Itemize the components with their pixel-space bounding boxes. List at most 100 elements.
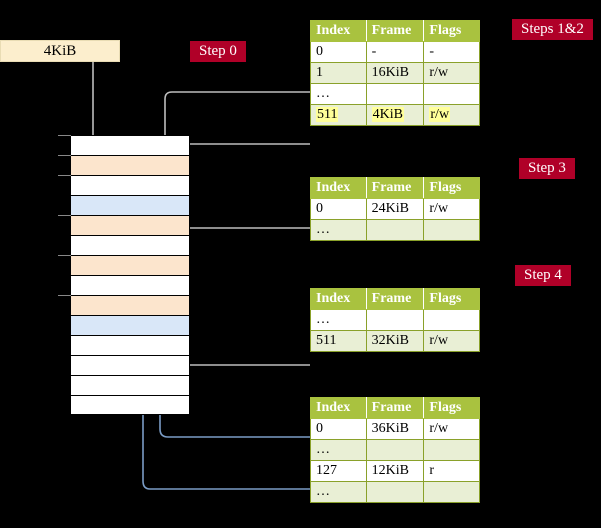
wire-t1-24kib-to-memory [176,227,310,291]
table-cell: 511 [310,330,367,352]
table-cell: 0 [310,41,367,63]
table-cell: 511 [310,104,367,126]
badge-steps-1-2: Steps 1&2 [512,19,593,40]
memory-frame-row [70,235,190,255]
table-cell [423,83,480,105]
memory-frame-row [58,295,190,315]
memory-frame-row [70,355,190,375]
wire-t0-4kib-to-memory [176,143,310,249]
table-cell: r [423,460,480,482]
highlighted-value: r/w [429,107,451,122]
table-cell: … [310,219,367,241]
table-cell [365,219,425,241]
table-cell: 16KiB [365,62,425,84]
column-header: Flags [423,177,480,199]
table-cell: … [310,309,367,331]
table-row[interactable]: … [310,83,480,105]
table-row[interactable]: … [310,481,480,503]
column-header: Index [310,20,367,42]
badge-step-4: Step 4 [515,265,571,286]
table-cell: … [310,439,367,461]
memory-frame-row [70,335,190,355]
table-cell: 4KiB [365,104,425,126]
memory-frame-row [70,395,190,415]
table-row[interactable]: … [310,309,480,331]
memory-row-tick [58,215,71,216]
badge-step-0: Step 0 [190,41,246,62]
memory-frame-row [58,175,190,195]
memory-frame-row [70,195,190,215]
table-cell: r/w [423,330,480,352]
column-header: Frame [365,288,425,310]
source-frame-label: 4KiB [43,42,77,59]
table-cell: 12KiB [365,460,425,482]
column-header: Flags [423,288,480,310]
table-cell: 0 [310,418,367,440]
source-frame-box: 4KiB [0,40,120,62]
column-header: Frame [365,20,425,42]
table-row[interactable]: 0-- [310,41,480,63]
wire-t2-32kib-to-memory [176,314,310,366]
highlighted-value: 4KiB [371,107,404,122]
memory-row-tick [58,155,71,156]
table-cell: r/w [423,418,480,440]
table-cell [365,439,425,461]
table-row[interactable]: … [310,219,480,241]
column-header: Flags [423,20,480,42]
table-cell: 127 [310,460,367,482]
column-header: Frame [365,177,425,199]
table-cell [365,309,425,331]
table-row[interactable]: 511 4KiB r/w [310,104,480,126]
table-cell: 36KiB [365,418,425,440]
table-cell: 32KiB [365,330,425,352]
table-cell [423,439,480,461]
table-cell: 24KiB [365,198,425,220]
table-cell [365,83,425,105]
table-cell: r/w [423,62,480,84]
column-header: Index [310,397,367,419]
column-header: Flags [423,397,480,419]
memory-frame-row [70,315,190,335]
highlighted-value: 511 [316,107,339,122]
table-cell [423,481,480,503]
table-cell: r/w [423,198,480,220]
column-header: Index [310,288,367,310]
table-cell [365,481,425,503]
memory-frame-row [58,255,190,275]
memory-row-tick [58,295,71,296]
memory-row-tick [58,175,71,176]
memory-frame-row [58,155,190,175]
column-header: Index [310,177,367,199]
memory-row-tick [58,255,71,256]
table-cell: … [310,481,367,503]
table-cell: 1 [310,62,367,84]
table-cell: - [365,41,425,63]
physical-memory-column [58,135,190,415]
column-header: Frame [365,397,425,419]
table-cell: - [423,41,480,63]
table-cell [423,219,480,241]
badge-step-3: Step 3 [519,158,575,179]
memory-frame-row [58,135,190,155]
memory-row-tick [58,135,71,136]
table-row[interactable]: … [310,439,480,461]
table-cell: … [310,83,367,105]
memory-frame-row [70,375,190,395]
memory-frame-row [58,215,190,235]
memory-frame-row [70,275,190,295]
table-cell: r/w [423,104,480,126]
